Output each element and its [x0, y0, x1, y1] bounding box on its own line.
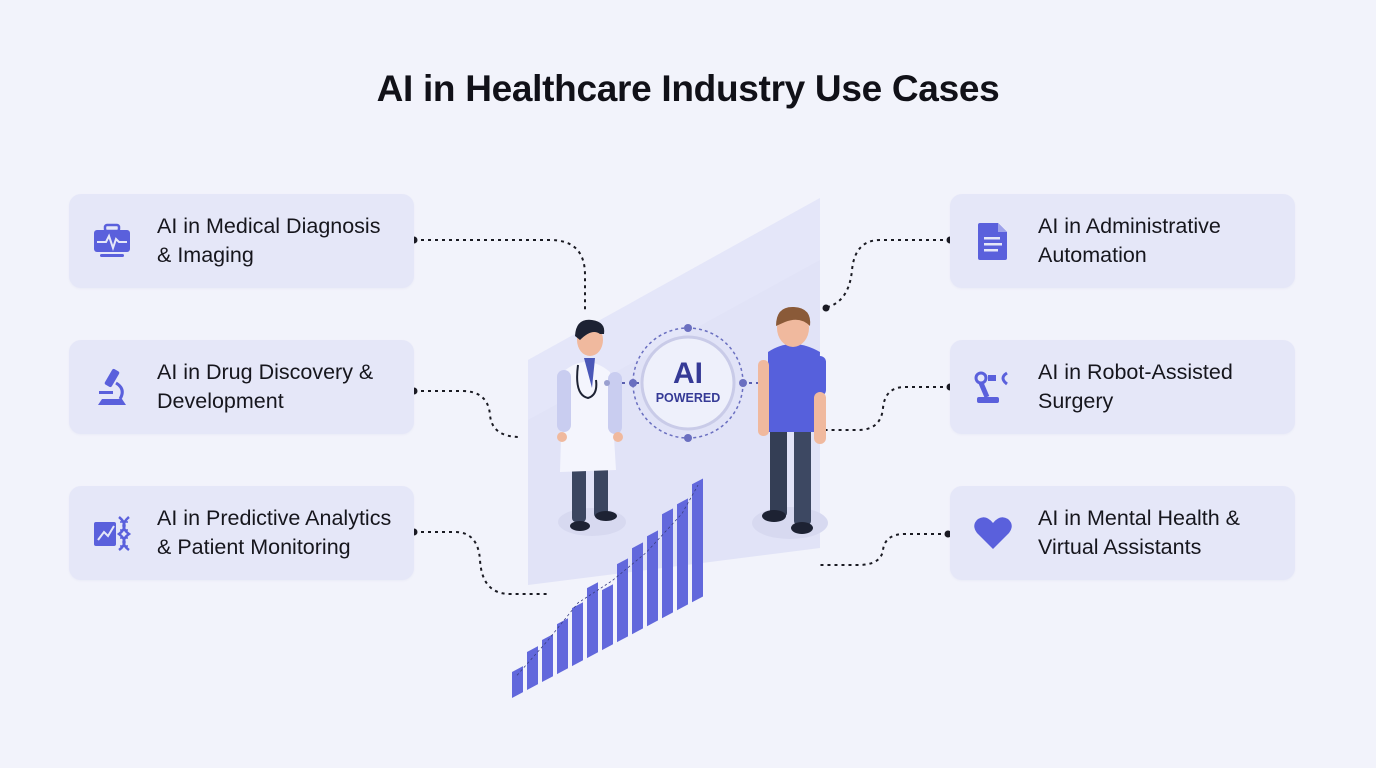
card-label-line1: AI in Drug Discovery & [157, 360, 374, 384]
card-label-line2: Surgery [1038, 389, 1114, 413]
card-label-line1: AI in Administrative [1038, 214, 1221, 238]
analytics-dna-icon [91, 512, 133, 554]
card-drug-discovery[interactable]: AI in Drug Discovery & Development [69, 340, 414, 434]
card-administrative-automation[interactable]: AI in Administrative Automation [950, 194, 1295, 288]
card-label-line1: AI in Mental Health & [1038, 506, 1240, 530]
microscope-icon [91, 366, 133, 408]
card-predictive-analytics[interactable]: AI in Predictive Analytics & Patient Mon… [69, 486, 414, 580]
card-robot-assisted-surgery[interactable]: AI in Robot-Assisted Surgery [950, 340, 1295, 434]
patient-figure [752, 306, 828, 539]
badge-powered-text: POWERED [656, 391, 721, 405]
badge-ai-text: AI [673, 357, 703, 390]
card-label: AI in Drug Discovery & Development [157, 358, 404, 416]
card-label-line1: AI in Medical Diagnosis [157, 214, 381, 238]
ai-powered-badge: AI POWERED [629, 324, 747, 442]
card-label: AI in Robot-Assisted Surgery [1038, 358, 1285, 416]
card-medical-diagnosis[interactable]: AI in Medical Diagnosis & Imaging [69, 194, 414, 288]
card-label-line1: AI in Predictive Analytics [157, 506, 392, 530]
card-label: AI in Mental Health & Virtual Assistants [1038, 504, 1285, 562]
card-label-line2: Automation [1038, 243, 1147, 267]
doctor-figure [557, 319, 626, 536]
robot-arm-icon [972, 366, 1014, 408]
card-label-line2: & Imaging [157, 243, 254, 267]
card-label-line1: AI in Robot-Assisted [1038, 360, 1233, 384]
document-icon [972, 220, 1014, 262]
card-label-line2: & Patient Monitoring [157, 535, 351, 559]
heart-icon [972, 512, 1014, 554]
card-label: AI in Medical Diagnosis & Imaging [157, 212, 404, 270]
growth-bar-chart [512, 478, 703, 698]
card-label: AI in Administrative Automation [1038, 212, 1285, 270]
card-label-line2: Development [157, 389, 284, 413]
card-mental-health[interactable]: AI in Mental Health & Virtual Assistants [950, 486, 1295, 580]
page-title: AI in Healthcare Industry Use Cases [376, 68, 1000, 109]
card-label-line2: Virtual Assistants [1038, 535, 1202, 559]
medical-kit-heartbeat-icon [91, 220, 133, 262]
card-label: AI in Predictive Analytics & Patient Mon… [157, 504, 404, 562]
